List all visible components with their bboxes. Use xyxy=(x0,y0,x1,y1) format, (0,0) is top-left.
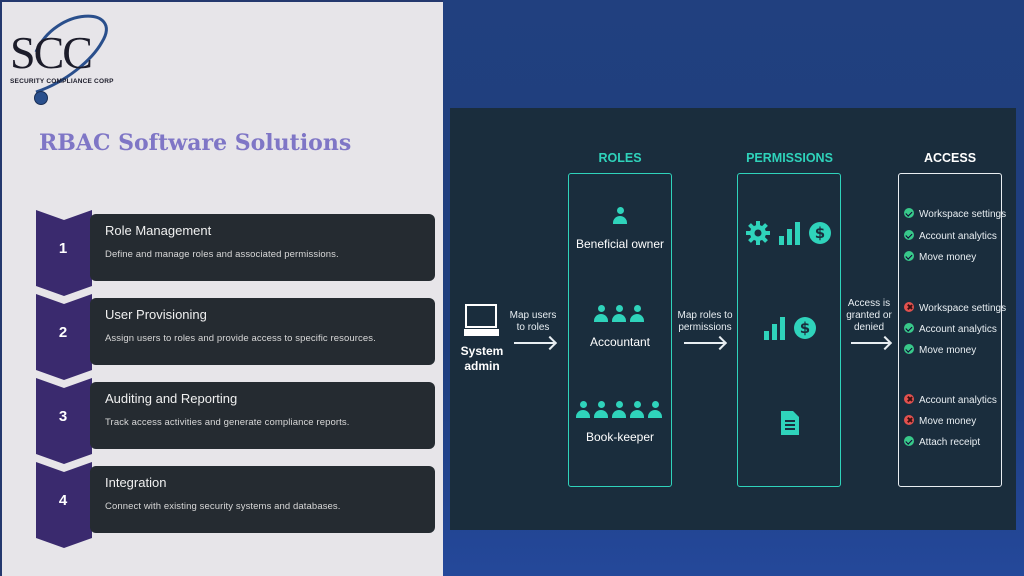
dollar-icon: $ xyxy=(794,317,816,339)
logo-swoosh-icon xyxy=(34,14,108,94)
scc-logo: SCC SECURITY COMPLIANCE CORP xyxy=(6,12,122,105)
cross-icon xyxy=(904,394,914,404)
person-icon xyxy=(630,401,644,419)
step-description: Define and manage roles and associated p… xyxy=(105,249,339,260)
check-icon xyxy=(904,230,914,240)
access-item-label: Move money xyxy=(919,416,977,427)
step-description: Track access activities and generate com… xyxy=(105,417,350,428)
check-icon xyxy=(904,323,914,333)
access-note-label: Access is granted or denied xyxy=(846,298,892,333)
document-icon xyxy=(781,411,799,435)
logo-letters: SCC xyxy=(10,27,93,78)
access-item: Account analytics xyxy=(904,394,997,406)
person-icon xyxy=(576,401,590,419)
step-1: 1 Role Management Define and manage role… xyxy=(36,210,436,296)
step-2: 2 User Provisioning Assign users to role… xyxy=(36,294,436,380)
role-accountant: Accountant xyxy=(589,335,651,349)
person-icon xyxy=(594,401,608,419)
access-item: Move money xyxy=(904,415,976,427)
access-item: Move money xyxy=(904,251,976,263)
person-icon xyxy=(594,305,608,323)
step-description: Assign users to roles and provide access… xyxy=(105,333,376,344)
check-icon xyxy=(904,208,914,218)
step-number: 4 xyxy=(58,492,68,509)
permissions-box xyxy=(737,173,841,487)
access-item: Account analytics xyxy=(904,230,997,242)
person-icon xyxy=(648,401,662,419)
access-item-label: Move money xyxy=(919,252,977,263)
access-item: Workspace settings xyxy=(904,208,1006,220)
map-roles-label: Map roles to permissions xyxy=(677,310,733,333)
person-icon xyxy=(612,401,626,419)
person-icon xyxy=(613,207,627,225)
svg-text:$: $ xyxy=(815,224,825,242)
access-item: Workspace settings xyxy=(904,302,1006,314)
globe-icon xyxy=(34,91,48,105)
person-icon xyxy=(630,305,644,323)
system-admin-label: System admin xyxy=(460,344,504,373)
access-item: Move money xyxy=(904,344,976,356)
check-icon xyxy=(904,251,914,261)
access-item: Account analytics xyxy=(904,323,997,335)
access-item-label: Move money xyxy=(919,345,977,356)
arrow-right-icon xyxy=(684,342,724,344)
person-icon xyxy=(612,305,626,323)
step-card[interactable]: Integration Connect with existing securi… xyxy=(90,466,435,533)
rbac-diagram xyxy=(450,108,1016,530)
chevron-icon xyxy=(36,462,92,548)
chevron-icon xyxy=(36,294,92,380)
chevron-icon xyxy=(36,210,92,296)
page-title: RBAC Software Solutions xyxy=(39,130,352,156)
access-box xyxy=(898,173,1002,487)
step-title: Auditing and Reporting xyxy=(105,391,238,406)
step-card[interactable]: Role Management Define and manage roles … xyxy=(90,214,435,281)
step-card[interactable]: User Provisioning Assign users to roles … xyxy=(90,298,435,365)
map-users-label: Map users to roles xyxy=(509,310,557,333)
step-title: Role Management xyxy=(105,223,212,238)
dollar-icon: $ xyxy=(809,222,831,244)
step-3: 3 Auditing and Reporting Track access ac… xyxy=(36,378,436,464)
step-number: 2 xyxy=(58,324,68,341)
arrow-right-icon xyxy=(514,342,554,344)
access-header: ACCESS xyxy=(923,151,977,165)
svg-text:$: $ xyxy=(800,319,810,337)
step-title: User Provisioning xyxy=(105,307,207,322)
step-card[interactable]: Auditing and Reporting Track access acti… xyxy=(90,382,435,449)
role-book-keeper: Book-keeper xyxy=(585,430,655,444)
cross-icon xyxy=(904,415,914,425)
bar-chart-icon xyxy=(764,317,785,340)
roles-box xyxy=(568,173,672,487)
step-number: 3 xyxy=(58,408,68,425)
gear-icon xyxy=(746,221,770,245)
logo-subtitle: SECURITY COMPLIANCE CORP xyxy=(10,78,114,85)
laptop-icon xyxy=(464,304,499,336)
arrow-right-icon xyxy=(851,342,889,344)
access-item-label: Workspace settings xyxy=(919,303,1007,314)
step-title: Integration xyxy=(105,475,167,490)
access-item-label: Account analytics xyxy=(919,395,997,406)
check-icon xyxy=(904,436,914,446)
step-description: Connect with existing security systems a… xyxy=(105,501,341,512)
permissions-header: PERMISSIONS xyxy=(746,151,833,165)
access-item-label: Account analytics xyxy=(919,324,997,335)
check-icon xyxy=(904,344,914,354)
roles-header: ROLES xyxy=(598,151,642,165)
step-4: 4 Integration Connect with existing secu… xyxy=(36,462,436,548)
bar-chart-icon xyxy=(779,222,800,245)
chevron-icon xyxy=(36,378,92,464)
access-item-label: Workspace settings xyxy=(919,209,1007,220)
access-item-label: Account analytics xyxy=(919,231,997,242)
role-beneficial-owner: Beneficial owner xyxy=(575,237,665,251)
access-item-label: Attach receipt xyxy=(919,437,981,448)
access-item: Attach receipt xyxy=(904,436,980,448)
cross-icon xyxy=(904,302,914,312)
step-number: 1 xyxy=(58,240,68,257)
